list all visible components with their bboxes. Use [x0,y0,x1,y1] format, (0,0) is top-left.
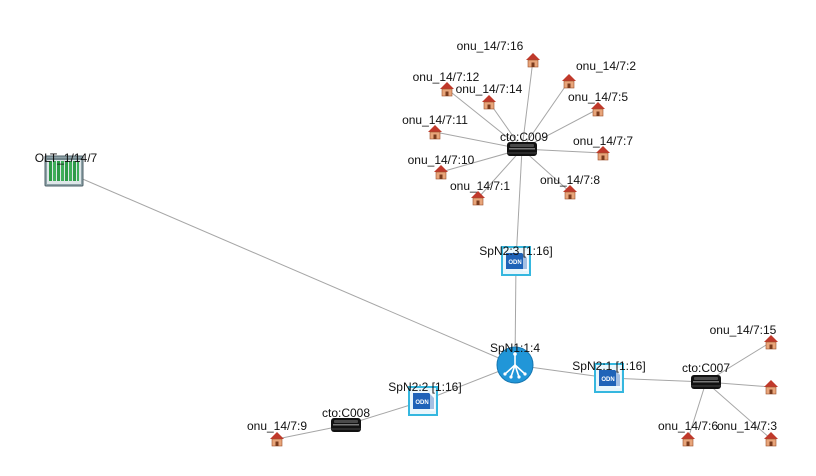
onu-node-o15-icon[interactable] [763,334,779,350]
onu-label-o10: onu_14/7:10 [408,153,475,167]
odn-label-spn22: SpN2:2 [1:16] [388,380,461,394]
link-c009-o14[interactable] [488,101,523,150]
onu-node-o2-icon[interactable] [561,73,577,89]
onu-label-o2: onu_14/7:2 [576,59,636,73]
onu-label-o5: onu_14/7:5 [568,90,628,104]
link-c009-o8[interactable] [521,148,571,193]
onu-label-o12: onu_14/7:12 [413,70,480,84]
onu-label-o14: onu_14/7:14 [456,82,523,96]
link-c007-o3[interactable] [705,381,772,440]
onu-node-o4-icon[interactable] [763,379,779,395]
link-c009-o16[interactable] [521,59,534,150]
link-spn23-c009[interactable] [515,148,523,262]
onu-node-o12-icon[interactable] [439,81,455,97]
link-olt-spn1[interactable] [63,170,516,366]
onu-label-o15: onu_14/7:15 [710,323,777,337]
link-c009-o1[interactable] [477,148,523,199]
onu-node-o11-icon[interactable] [427,124,443,140]
cto-node-c007-icon[interactable] [691,375,721,389]
onu-label-o1: onu_14/7:1 [450,179,510,193]
onu-label-o7: onu_14/7:7 [573,134,633,148]
olt-label-olt: OLT_1/14/7 [35,151,98,165]
link-c007-o6[interactable] [687,381,707,440]
onu-node-o6-icon[interactable] [680,431,696,447]
onu-node-o14-icon[interactable] [481,94,497,110]
onu-node-o16-icon[interactable] [525,52,541,68]
onu-label-o9: onu_14/7:9 [247,419,307,433]
cto-label-c007: cto:C007 [682,361,730,375]
onu-label-o11: onu_14/7:11 [402,113,468,127]
onu-label-o3: onu_14/7:3 [717,419,777,433]
onu-label-o8: onu_14/7:8 [540,173,600,187]
onu-label-o16: onu_14/7:16 [457,39,524,53]
link-spn21-c007[interactable] [608,377,707,383]
onu-label-o6: onu_14/7:6 [658,419,718,433]
onu-node-o7-icon[interactable] [595,145,611,161]
onu-node-o9-icon[interactable] [269,431,285,447]
link-c009-o12[interactable] [446,88,523,150]
cto-label-c008: cto:C008 [322,406,370,420]
onu-node-o10-icon[interactable] [433,164,449,180]
cto-node-c008-icon[interactable] [331,418,361,432]
link-c009-o2[interactable] [521,80,570,150]
cto-node-c009-icon[interactable] [507,142,537,156]
onu-node-o5-icon[interactable] [590,101,606,117]
odn-label-spn21: SpN2:1 [1:16] [572,359,645,373]
cto-label-c009: cto:C009 [500,130,548,144]
odn-label-spn23: SpN2:3 [1:16] [479,244,552,258]
splitter-root-label-spn1: SpN1:1:4 [490,341,540,355]
